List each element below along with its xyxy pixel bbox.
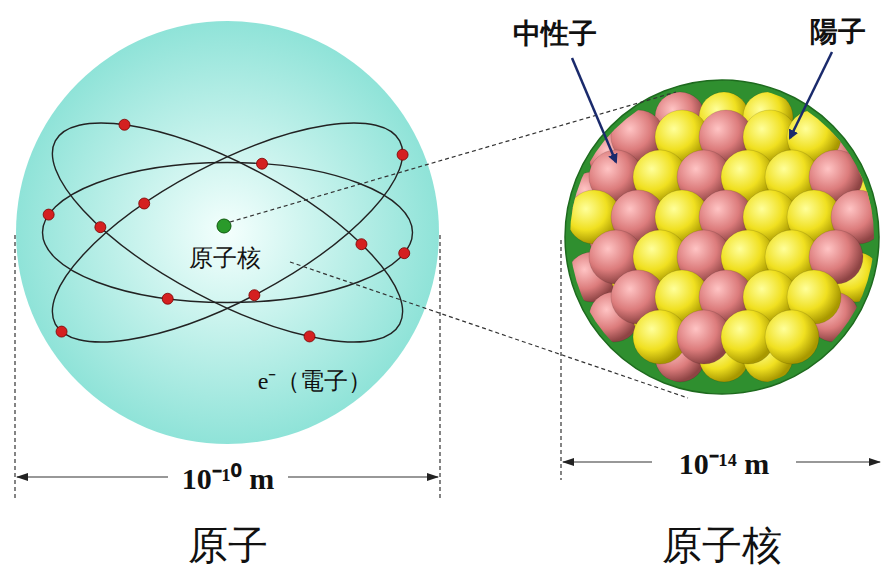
electron [356, 239, 367, 250]
electron [257, 158, 268, 169]
electron [397, 149, 408, 160]
electron [139, 198, 150, 209]
electron [399, 248, 410, 259]
electron [304, 331, 315, 342]
nucleus-illustration [564, 79, 880, 395]
dimension-line [563, 461, 652, 462]
electron [95, 222, 106, 233]
atom-circle: 原子核e⁻（電子）原子 [15, 20, 440, 445]
leader-arrow [572, 58, 616, 162]
zoom-line [230, 92, 676, 222]
electron [162, 293, 173, 304]
zoom-line [290, 262, 688, 398]
nucleus-sphere [565, 80, 879, 394]
neutron-label: 中性子 [513, 15, 597, 53]
orbit [23, 81, 431, 384]
proton-label: 陽子 [810, 13, 866, 51]
electron [43, 209, 54, 220]
dimension-line [796, 461, 880, 462]
dimension-label: 10⁻¹⁴ m [675, 442, 773, 483]
small-nucleus [217, 219, 231, 233]
extension-line [439, 235, 440, 500]
nucleus-circle: 原子核 [564, 79, 880, 395]
atom-heading: 原子 [188, 518, 268, 570]
nucleus-label: 原子核 [189, 242, 261, 274]
atom-illustration [15, 20, 440, 445]
atom-sphere [16, 21, 439, 444]
electron [56, 326, 67, 337]
electron-label: e⁻（電子） [258, 363, 373, 397]
extension-line [560, 240, 561, 480]
orbit [23, 81, 431, 384]
electron [119, 119, 130, 130]
nucleus-heading: 原子核 [662, 518, 782, 570]
extension-line [14, 235, 15, 500]
orbit [43, 163, 413, 303]
dimension-label: 10⁻¹⁰ m [178, 457, 278, 498]
dimension-line [288, 476, 438, 477]
leader-arrow [790, 52, 832, 138]
dimension-line [17, 476, 168, 477]
electron [249, 290, 260, 301]
neutron [765, 310, 819, 364]
